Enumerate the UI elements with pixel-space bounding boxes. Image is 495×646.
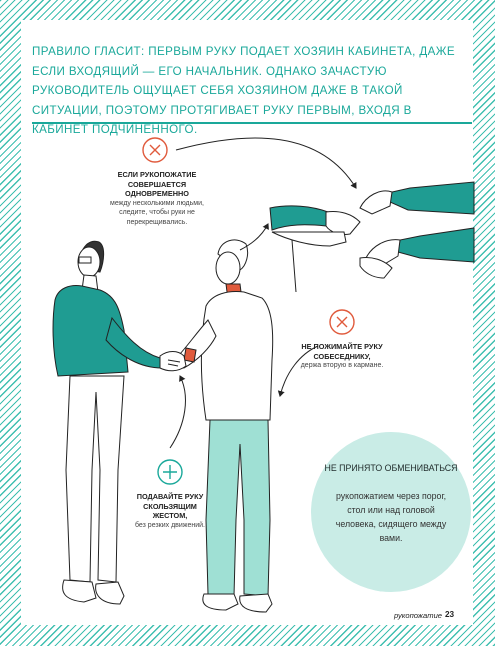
heading-divider	[32, 122, 472, 124]
handshake-hands	[159, 351, 187, 372]
left-man-figure	[52, 240, 163, 605]
callout-circle: Не принято обмениваться рукопожатием чер…	[311, 432, 471, 592]
callout-title: Не принято обмениваться	[324, 463, 458, 473]
crossed-hands-detail	[269, 181, 475, 293]
plus-icon	[157, 459, 183, 485]
note-text: между несколькими людьми, следите, чтобы…	[110, 199, 204, 226]
note-sliding: Подавайте руку скользящим жестом, без ре…	[125, 492, 215, 530]
cross-icon	[329, 309, 355, 335]
note-text: держа вторую в кармане.	[300, 362, 384, 370]
note-title: Если рукопожатие совершается одновременн…	[117, 170, 197, 199]
note-title: Не пожимайте руку собеседнику,	[301, 342, 383, 361]
rule-heading: Правило гласит: первым руку подает хозяи…	[32, 45, 455, 136]
right-man-figure	[177, 239, 274, 613]
note-pocket: Не пожимайте руку собеседнику, держа вто…	[292, 342, 392, 371]
note-title: Подавайте руку скользящим жестом,	[136, 492, 204, 521]
section-name: рукопожатие	[394, 611, 443, 620]
note-simultaneous: Если рукопожатие совершается одновременн…	[97, 170, 217, 227]
pointer-arrows	[169, 137, 357, 449]
note-text: без резких движений.	[134, 521, 205, 529]
callout-text: рукопожатием через порог, стол или над г…	[335, 491, 447, 543]
page-number: 23	[445, 610, 455, 619]
cross-icon	[142, 137, 168, 163]
